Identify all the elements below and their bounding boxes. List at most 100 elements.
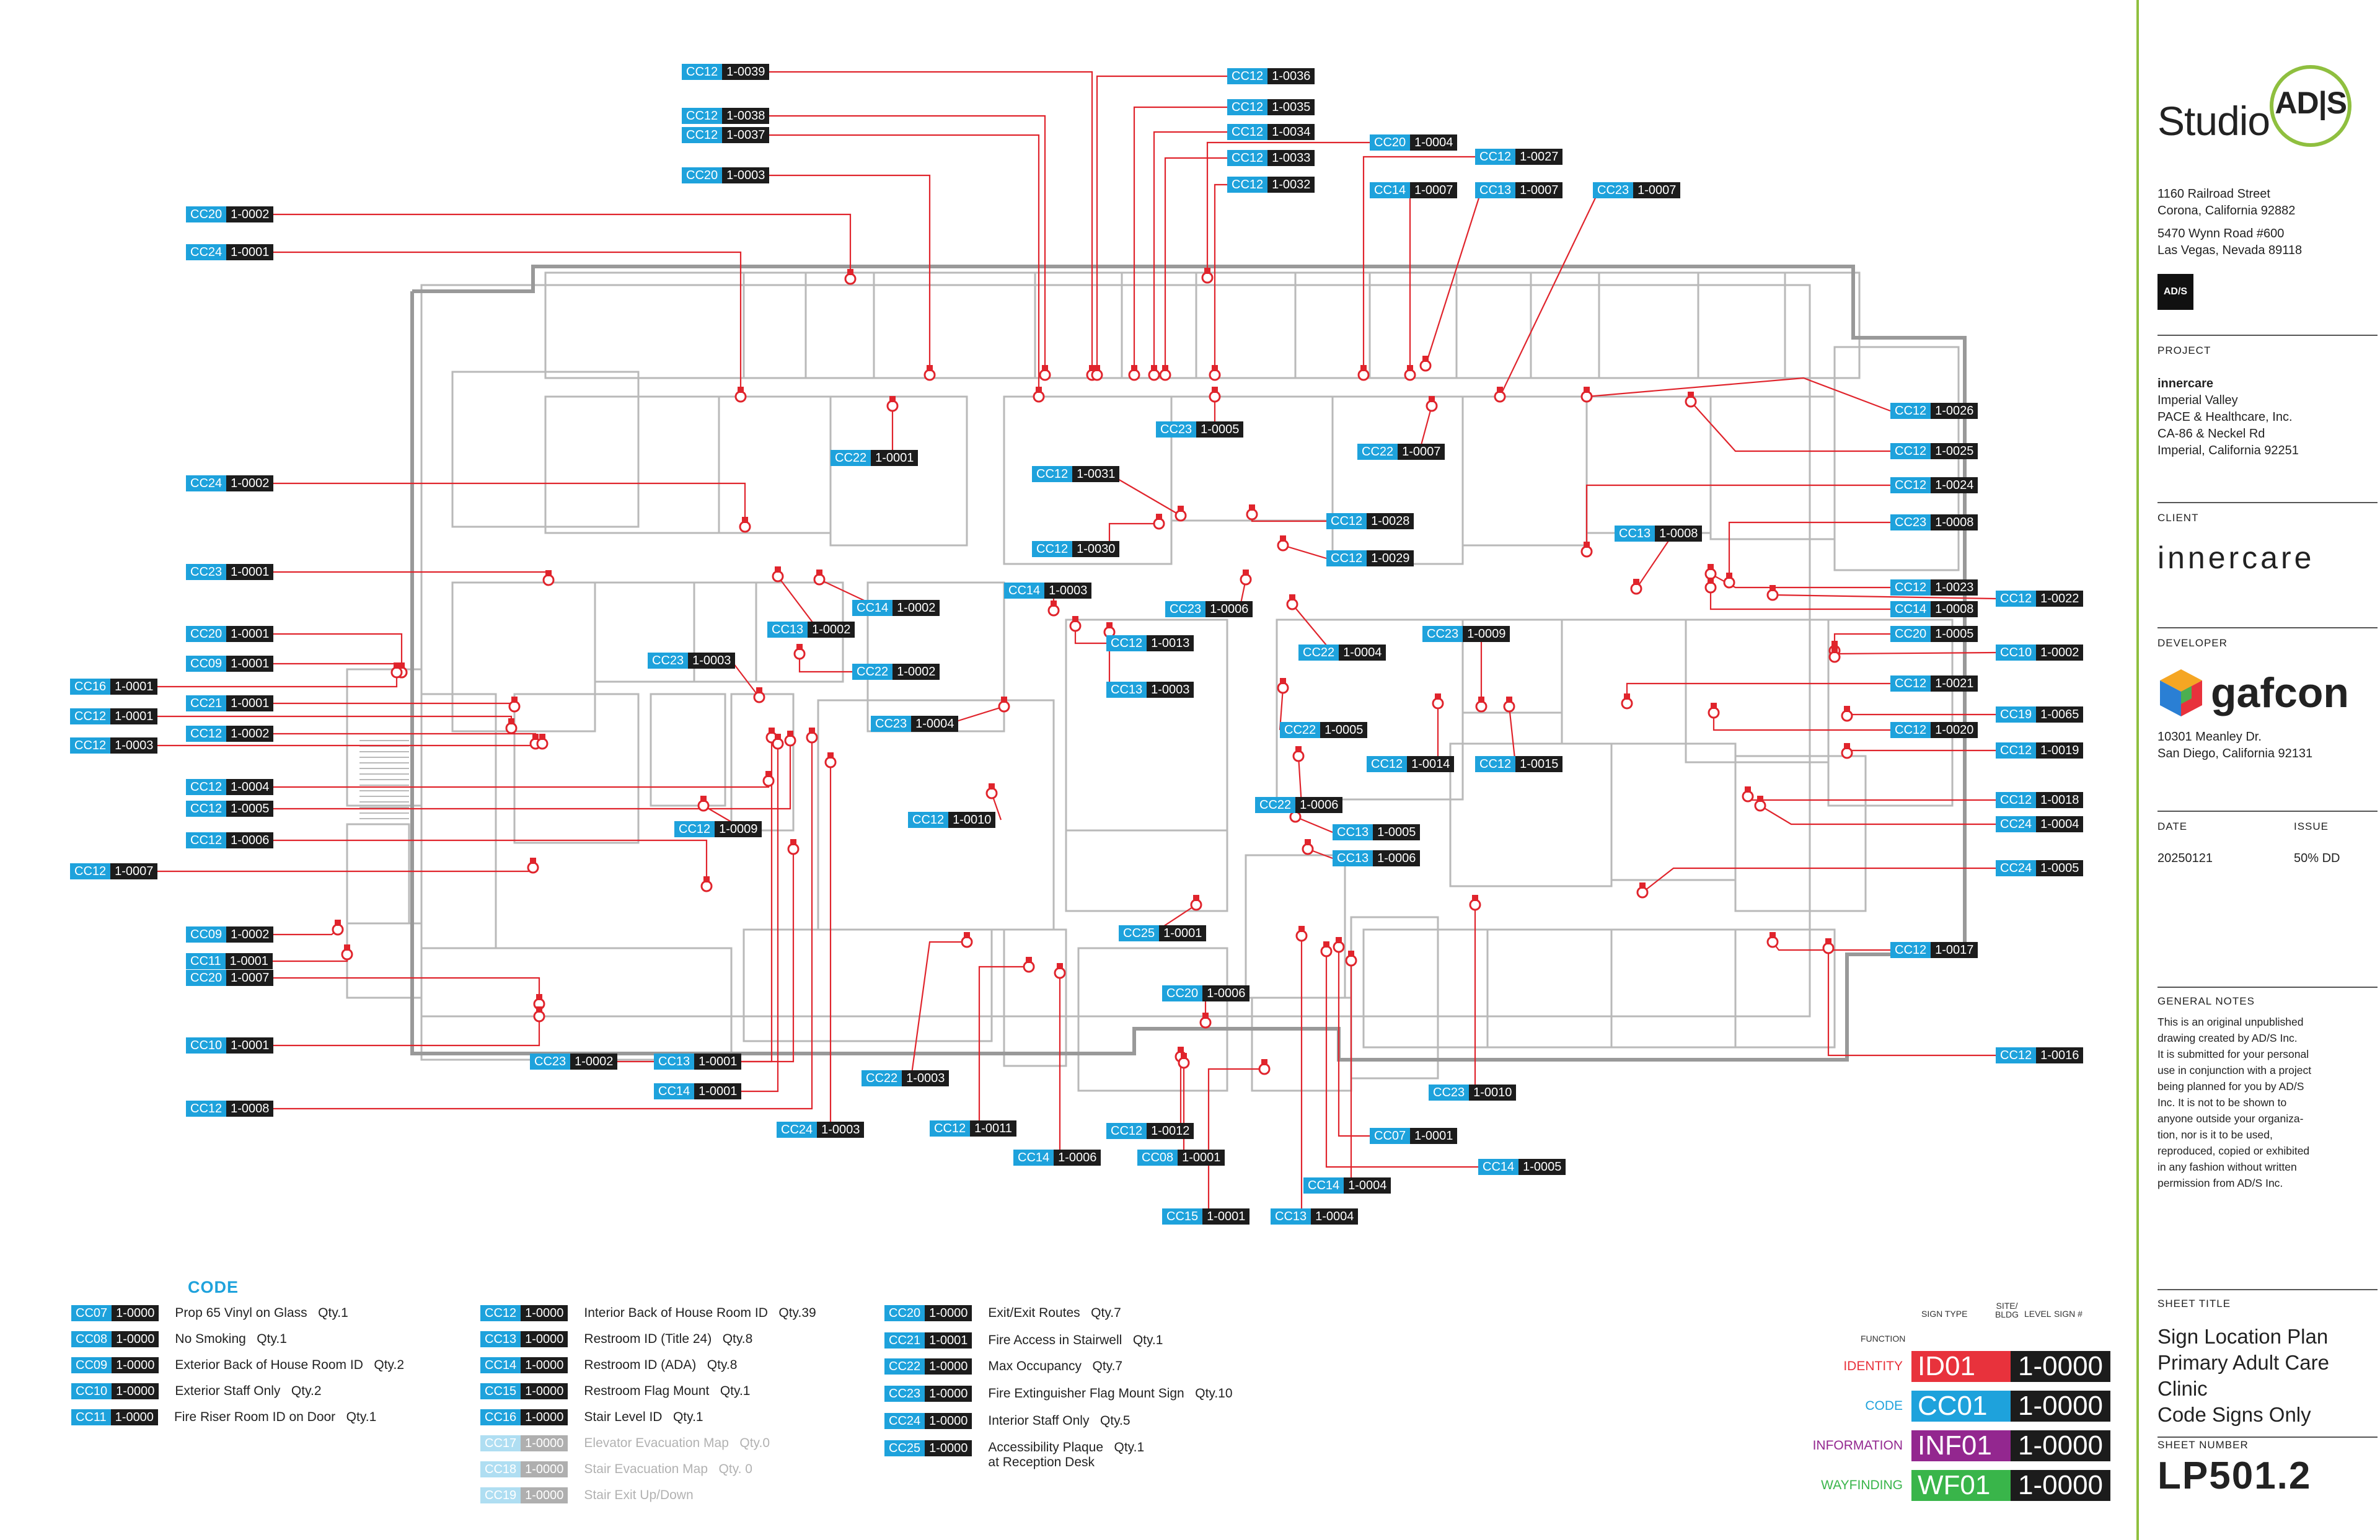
room-outline: [1784, 271, 1861, 379]
leader-line: [1297, 755, 1303, 806]
sign-type-code: CC12: [1227, 177, 1268, 193]
sign-number: 1-0037: [722, 127, 770, 143]
sign-location-flag: [1831, 647, 1838, 653]
legend-code: CC24: [884, 1413, 925, 1429]
leader-line: [700, 744, 779, 1093]
sign-number: 1-0001: [226, 244, 274, 260]
sign-location-flag: [1584, 387, 1590, 393]
project-name: innercare: [2157, 377, 2214, 390]
sign-location-flag: [1280, 678, 1286, 684]
legend-description: Stair Evacuation Map Qty. 0: [584, 1462, 752, 1476]
sign-number: 1-0038: [722, 108, 770, 124]
room-outline: [718, 395, 832, 534]
sign-location-flag: [827, 752, 834, 759]
sign-number: 1-0003: [817, 1122, 865, 1138]
sign-location-flag: [1770, 585, 1776, 591]
sign-location-marker: [1209, 390, 1221, 403]
legend-number: 1-0000: [112, 1305, 159, 1321]
legend-code: CC07: [71, 1305, 112, 1321]
sign-location-flag: [1624, 693, 1630, 700]
sign-number: 1-0002: [570, 1054, 618, 1070]
leader-line: [248, 251, 742, 397]
sign-number: 1-0001: [110, 679, 158, 695]
sign-type-code: CC25: [1119, 925, 1160, 941]
sign-location-marker: [1475, 700, 1488, 713]
leader-line: [1333, 961, 1352, 1187]
sign-location-flag: [536, 994, 542, 1000]
sign-location-flag: [1745, 786, 1751, 793]
leader-line: [1206, 141, 1370, 278]
leader-line: [248, 733, 537, 744]
sign-location-flag: [1106, 622, 1113, 628]
sheet-title-label: SHEET TITLE: [2157, 1298, 2231, 1309]
sign-location-flag: [1708, 564, 1714, 570]
sign-location-marker: [1742, 790, 1754, 803]
sign-location-flag: [1639, 882, 1646, 889]
function-code: CC01: [1911, 1391, 2011, 1422]
sign-number: 1-0027: [1515, 149, 1563, 165]
sign-location-flag: [1323, 941, 1329, 948]
sign-number: 1-0065: [2036, 706, 2084, 723]
legend-number: 1-0000: [521, 1331, 568, 1347]
sign-number: 1-0023: [1931, 579, 1978, 596]
sign-type-code: CC24: [186, 475, 227, 491]
sign-location-marker: [1091, 369, 1103, 381]
sign-type-code: CC12: [1890, 477, 1931, 493]
general-notes-label: GENERAL NOTES: [2157, 995, 2255, 1007]
legend-description: Fire Extinguisher Flag Mount Sign Qty.10: [988, 1386, 1233, 1401]
fn-header-level: LEVEL: [2024, 1309, 2052, 1319]
sign-location-flag: [927, 365, 933, 371]
note-line: tion, nor is it to be used,: [2157, 1129, 2273, 1141]
sign-number: 1-0006: [1054, 1150, 1101, 1166]
legend-description: Exit/Exit Routes Qty.7: [988, 1306, 1121, 1320]
sign-location-marker: [734, 390, 747, 403]
sign-number: 1-0029: [1367, 550, 1414, 566]
gafcon-cube-icon: [2160, 669, 2202, 716]
sign-type-code: CC12: [1227, 150, 1268, 166]
room-outline: [1195, 271, 1297, 379]
sign-location-marker: [1426, 400, 1438, 412]
sign-location-marker: [762, 775, 775, 787]
legend-code: CC13: [480, 1331, 521, 1347]
room-outline: [873, 271, 1036, 379]
sign-number: 1-0003: [688, 653, 736, 669]
sign-location-flag: [394, 662, 400, 669]
leader-line: [1690, 401, 1890, 452]
sign-type-code: CC12: [1890, 675, 1931, 692]
sign-number: 1-0008: [1931, 514, 1978, 530]
sign-location-marker: [1148, 369, 1160, 381]
function-number: 1-0000: [2011, 1430, 2111, 1461]
sign-location-flag: [1711, 703, 1717, 709]
legend-number: 1-0000: [925, 1440, 972, 1456]
sign-location-marker: [1023, 961, 1035, 973]
sign-location-marker: [505, 722, 518, 734]
sign-number: 1-0004: [1344, 1177, 1391, 1194]
sign-number: 1-0019: [2036, 742, 2084, 759]
sign-location-marker: [1432, 697, 1444, 710]
sign-type-code: CC22: [862, 1070, 902, 1086]
sign-type-code: CC24: [1996, 860, 2037, 876]
sign-type-code: CC22: [1357, 444, 1398, 460]
sign-location-marker: [1419, 359, 1432, 372]
sign-location-marker: [1289, 811, 1302, 823]
sign-number: 1-0032: [1267, 177, 1315, 193]
sign-number: 1-0002: [226, 926, 274, 943]
